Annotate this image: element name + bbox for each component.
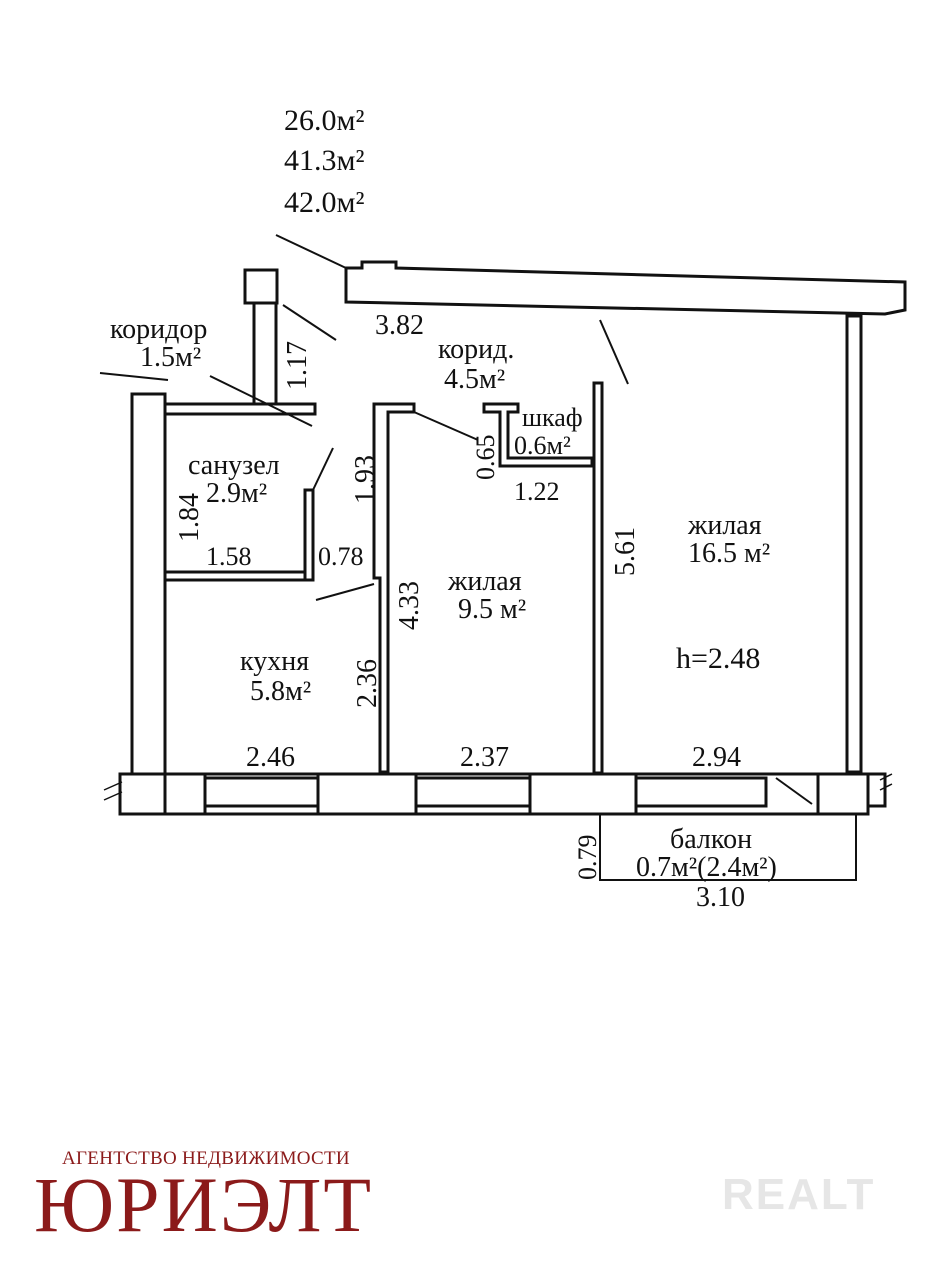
total-area-label: 42.0м² bbox=[284, 186, 364, 219]
living-big-name: жилая bbox=[687, 510, 762, 541]
break-mark-left bbox=[103, 781, 123, 801]
balcony-outline bbox=[599, 814, 857, 881]
dim-5-61: 5.61 bbox=[610, 527, 641, 576]
agency-tagline: АГЕНТСТВО НЕДВИЖИМОСТИ bbox=[62, 1148, 350, 1169]
leader-areas bbox=[275, 234, 347, 269]
wall-room-big bbox=[592, 381, 604, 775]
door-room-big bbox=[599, 319, 629, 385]
window-kitchen bbox=[203, 776, 320, 808]
living-small-area: 9.5 м² bbox=[458, 594, 526, 625]
pier-1 bbox=[163, 772, 207, 816]
total-area-no-balcony-label: 41.3м² bbox=[284, 144, 364, 177]
dim-3-82: 3.82 bbox=[375, 310, 424, 341]
bath-bottom-wall bbox=[163, 570, 307, 582]
living-small-name: жилая bbox=[447, 566, 522, 597]
bathroom-name: санузел bbox=[188, 450, 280, 481]
bath-right-wall bbox=[303, 488, 315, 582]
kitchen-area: 5.8м² bbox=[250, 676, 311, 707]
pier-3 bbox=[528, 772, 638, 816]
door-room-small bbox=[413, 411, 479, 441]
living-big-area: 16.5 м² bbox=[688, 538, 770, 569]
right-outer-wall bbox=[845, 314, 863, 774]
dim-1-93: 1.93 bbox=[350, 455, 381, 504]
top-outer-wall bbox=[344, 260, 907, 316]
window-room-small bbox=[414, 776, 532, 808]
balcony-name: балкон bbox=[670, 824, 752, 855]
living-area-label: 26.0м² bbox=[284, 104, 364, 137]
dim-1-17: 1.17 bbox=[282, 341, 313, 390]
wall-kitchen-room bbox=[372, 402, 416, 774]
closet-name: шкаф bbox=[522, 403, 583, 432]
door-bath bbox=[99, 372, 313, 427]
door-leader-corridor bbox=[282, 304, 337, 341]
balcony-area: 0.7м²(2.4м²) bbox=[636, 852, 777, 883]
corridor-main-name: корид. bbox=[438, 334, 514, 365]
window-room-big bbox=[634, 776, 768, 808]
dim-2-46: 2.46 bbox=[246, 742, 295, 773]
pier-2 bbox=[316, 772, 418, 816]
corridor-small-name: коридор bbox=[110, 314, 207, 345]
dim-2-36: 2.36 bbox=[352, 659, 383, 708]
dim-2-37: 2.37 bbox=[460, 742, 509, 773]
door-kitchen bbox=[315, 583, 375, 601]
dim-0-79: 0.79 bbox=[573, 835, 602, 881]
closet-walls bbox=[482, 402, 594, 468]
vent-shaft bbox=[243, 268, 279, 305]
realt-watermark: REALT bbox=[722, 1170, 876, 1219]
dim-1-22: 1.22 bbox=[514, 477, 560, 506]
dim-1-58: 1.58 bbox=[206, 542, 252, 571]
corridor-small-area: 1.5м² bbox=[140, 342, 201, 373]
dim-0-65: 0.65 bbox=[471, 435, 500, 481]
dim-4-33: 4.33 bbox=[394, 581, 425, 630]
kitchen-name: кухня bbox=[240, 646, 309, 677]
left-outer-wall bbox=[130, 392, 167, 776]
break-mark-right bbox=[879, 773, 893, 791]
dim-0-78: 0.78 bbox=[318, 542, 364, 571]
dim-1-84: 1.84 bbox=[174, 493, 205, 542]
vent-shaft-column bbox=[252, 301, 278, 407]
corridor-main-area: 4.5м² bbox=[444, 364, 505, 395]
door-balcony bbox=[775, 777, 813, 805]
door-bath-swing bbox=[312, 447, 334, 491]
bath-top-wall bbox=[163, 402, 317, 416]
pier-4 bbox=[816, 772, 870, 816]
bathroom-area: 2.9м² bbox=[206, 478, 267, 509]
agency-logo-text: ЮРИЭЛТ bbox=[34, 1161, 374, 1248]
closet-area: 0.6м² bbox=[514, 431, 571, 460]
ceiling-height: h=2.48 bbox=[676, 642, 760, 675]
dim-2-94: 2.94 bbox=[692, 742, 741, 773]
dim-3-10: 3.10 bbox=[696, 882, 745, 913]
